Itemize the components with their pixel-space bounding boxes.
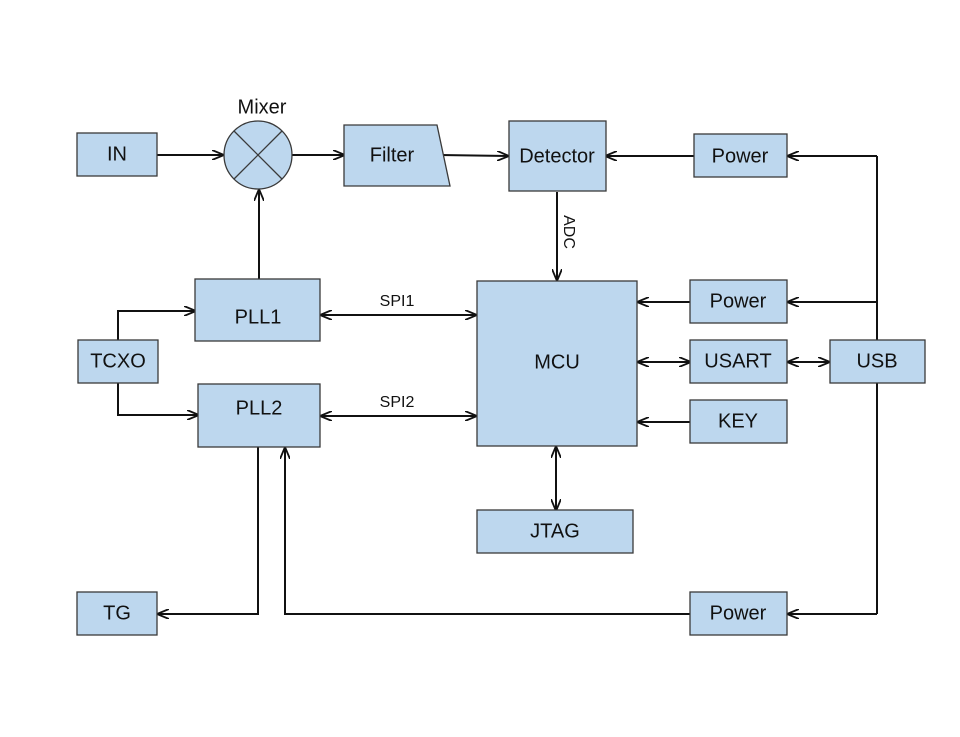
block-power-top-label: Power bbox=[712, 145, 769, 167]
block-power-bottom-label: Power bbox=[710, 602, 767, 624]
block-pll2: PLL2 bbox=[197, 383, 321, 448]
block-pll1: PLL1 bbox=[194, 278, 321, 342]
wire-tcxo-pll1 bbox=[117, 311, 195, 340]
wires bbox=[117, 155, 878, 615]
block-mcu-label: MCU bbox=[534, 351, 580, 373]
spi2-label: SPI2 bbox=[380, 394, 415, 411]
block-pll1-label: PLL1 bbox=[235, 306, 282, 328]
block-pll2-label: PLL2 bbox=[236, 397, 283, 419]
block-usart-label: USART bbox=[704, 350, 771, 372]
wire-pll2-tg bbox=[158, 447, 259, 614]
block-detector: Detector bbox=[508, 120, 607, 192]
block-tg: TG bbox=[76, 591, 158, 636]
block-power-mid-label: Power bbox=[710, 290, 767, 312]
block-power-bottom: Power bbox=[689, 591, 788, 636]
block-power-mid: Power bbox=[689, 279, 788, 324]
block-jtag-label: JTAG bbox=[530, 520, 580, 542]
block-tcxo-label: TCXO bbox=[90, 350, 146, 372]
block-usb-label: USB bbox=[856, 350, 897, 372]
block-usart: USART bbox=[689, 339, 788, 384]
block-detector-label: Detector bbox=[519, 145, 595, 167]
mixer-label: Mixer bbox=[238, 96, 287, 118]
block-key-label: KEY bbox=[718, 410, 758, 432]
block-filter-label: Filter bbox=[370, 144, 415, 166]
block-in-label: IN bbox=[107, 143, 127, 165]
adc-label: ADC bbox=[560, 215, 577, 249]
block-mcu: MCU bbox=[476, 280, 638, 447]
block-jtag: JTAG bbox=[476, 509, 634, 554]
spi1-label: SPI1 bbox=[380, 293, 415, 310]
wire-tcxo-pll2 bbox=[117, 383, 198, 415]
block-usb: USB bbox=[829, 339, 926, 384]
wire-filter-detector bbox=[439, 155, 508, 156]
block-tg-label: TG bbox=[103, 602, 131, 624]
wire-power-pll2 bbox=[285, 448, 690, 615]
mixer: Mixer bbox=[223, 96, 293, 190]
block-power-top: Power bbox=[693, 133, 788, 178]
block-key: KEY bbox=[689, 399, 788, 444]
block-filter: Filter bbox=[343, 124, 451, 187]
block-tcxo: TCXO bbox=[77, 339, 159, 384]
block-in: IN bbox=[76, 132, 158, 177]
